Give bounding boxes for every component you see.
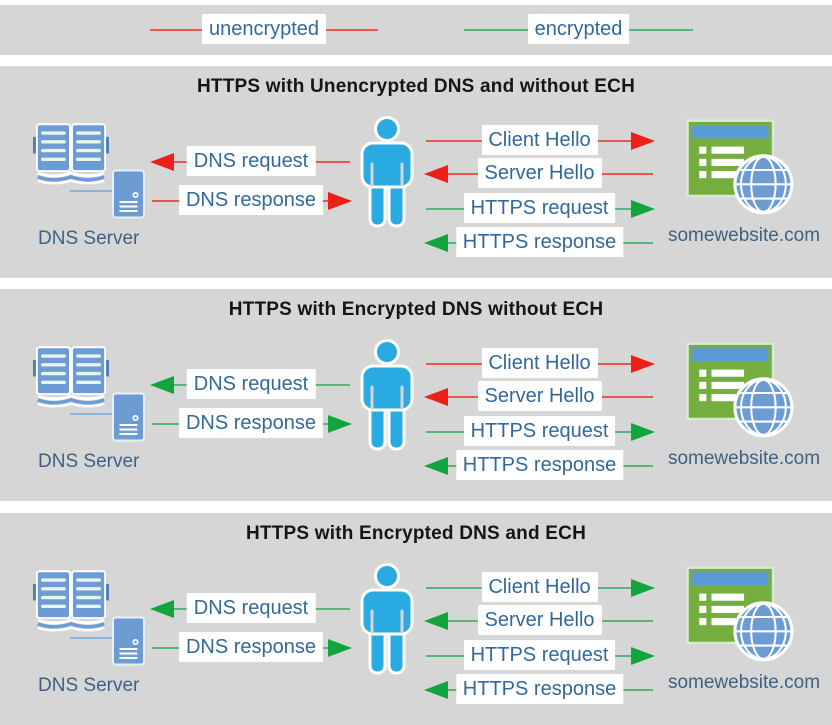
website-icon [686, 119, 794, 215]
arrow-label: HTTPS request [463, 640, 616, 670]
arrow-label: Server Hello [477, 605, 602, 635]
person-icon [360, 563, 414, 675]
dns-server-caption: DNS Server [38, 228, 140, 249]
arrow-label: DNS response [178, 185, 324, 215]
arrow-label: HTTPS response [455, 450, 624, 480]
browser-titlebar [692, 572, 769, 586]
arrow-https-response: HTTPS response [424, 227, 655, 259]
arrowhead-left-icon [150, 376, 174, 394]
arrowhead-left-icon [424, 681, 448, 699]
arrow-label: HTTPS response [455, 227, 624, 257]
person-icon [360, 116, 414, 228]
server-tower-icon [112, 616, 145, 666]
arrowhead-left-icon [424, 234, 448, 252]
arrow-label: Server Hello [477, 381, 602, 411]
website-icon [686, 566, 794, 662]
arrow-label: DNS request [186, 146, 316, 176]
arrow-label: DNS request [186, 369, 316, 399]
arrow-label: Server Hello [477, 158, 602, 188]
person-icon [360, 339, 414, 451]
arrow-dns-request: DNS request [150, 146, 352, 178]
arrow-server-hello: Server Hello [424, 158, 655, 190]
arrowhead-left-icon [424, 457, 448, 475]
arrowhead-right-icon [631, 647, 655, 665]
arrow-https-response: HTTPS response [424, 450, 655, 482]
arrowhead-right-icon [631, 200, 655, 218]
panel-1: HTTPS with Unencrypted DNS and without E… [0, 66, 832, 278]
arrow-server-hello: Server Hello [424, 605, 655, 637]
open-book-icon [33, 123, 109, 185]
browser-titlebar [692, 125, 769, 139]
globe-icon [733, 377, 794, 438]
arrowhead-left-icon [424, 388, 448, 406]
arrowhead-left-icon [424, 165, 448, 183]
arrow-label: DNS response [178, 408, 324, 438]
arrow-label: DNS request [186, 593, 316, 623]
arrow-dns-request: DNS request [150, 593, 352, 625]
panel-title: HTTPS with Encrypted DNS and ECH [246, 523, 586, 544]
arrow-dns-response: DNS response [150, 408, 352, 440]
arrow-label: HTTPS request [463, 416, 616, 446]
panel-title: HTTPS with Encrypted DNS without ECH [228, 299, 604, 320]
arrow-label: DNS response [178, 632, 324, 662]
website-caption: somewebsite.com [667, 672, 821, 693]
panel-2: HTTPS with Encrypted DNS without ECH DNS… [0, 289, 832, 501]
arrow-label: Client Hello [481, 125, 598, 155]
arrow-dns-response: DNS response [150, 185, 352, 217]
legend-label-encrypted: encrypted [527, 14, 630, 44]
book-server-connector [70, 190, 114, 192]
arrow-client-hello: Client Hello [424, 348, 655, 380]
dns-server-caption: DNS Server [38, 675, 140, 696]
legend-item-encrypted: encrypted [464, 14, 693, 46]
arrow-label: HTTPS response [455, 674, 624, 704]
arrowhead-left-icon [150, 153, 174, 171]
dns-server-caption: DNS Server [38, 451, 140, 472]
open-book-icon [33, 570, 109, 632]
arrow-server-hello: Server Hello [424, 381, 655, 413]
panel-title: HTTPS with Unencrypted DNS and without E… [196, 76, 635, 97]
legend-label-unencrypted: unencrypted [201, 14, 327, 44]
list-glyph [699, 369, 745, 402]
legend-item-unencrypted: unencrypted [150, 14, 378, 46]
arrowhead-left-icon [424, 612, 448, 630]
book-server-connector [70, 413, 114, 415]
arrow-label: Client Hello [481, 572, 598, 602]
arrowhead-right-icon [631, 579, 655, 597]
list-glyph [699, 146, 745, 179]
arrow-https-response: HTTPS response [424, 674, 655, 706]
server-tower-icon [112, 169, 145, 219]
website-caption: somewebsite.com [667, 225, 821, 246]
server-tower-icon [112, 392, 145, 442]
browser-titlebar [692, 348, 769, 362]
arrow-dns-response: DNS response [150, 632, 352, 664]
arrowhead-right-icon [631, 355, 655, 373]
arrowhead-right-icon [328, 639, 352, 657]
arrowhead-right-icon [328, 415, 352, 433]
globe-icon [733, 154, 794, 215]
website-caption: somewebsite.com [667, 448, 821, 469]
arrowhead-right-icon [631, 132, 655, 150]
arrowhead-left-icon [150, 600, 174, 618]
open-book-icon [33, 346, 109, 408]
arrow-https-request: HTTPS request [424, 640, 655, 672]
book-server-connector [70, 637, 114, 639]
arrowhead-right-icon [631, 423, 655, 441]
arrow-client-hello: Client Hello [424, 125, 655, 157]
globe-icon [733, 601, 794, 662]
arrowhead-right-icon [328, 192, 352, 210]
arrow-dns-request: DNS request [150, 369, 352, 401]
website-icon [686, 342, 794, 438]
arrow-https-request: HTTPS request [424, 193, 655, 225]
arrow-https-request: HTTPS request [424, 416, 655, 448]
legend-bar: unencrypted encrypted [0, 5, 832, 55]
arrow-client-hello: Client Hello [424, 572, 655, 604]
arrow-label: HTTPS request [463, 193, 616, 223]
list-glyph [699, 593, 745, 626]
panel-3: HTTPS with Encrypted DNS and ECH DNS Ser… [0, 513, 832, 725]
arrow-label: Client Hello [481, 348, 598, 378]
